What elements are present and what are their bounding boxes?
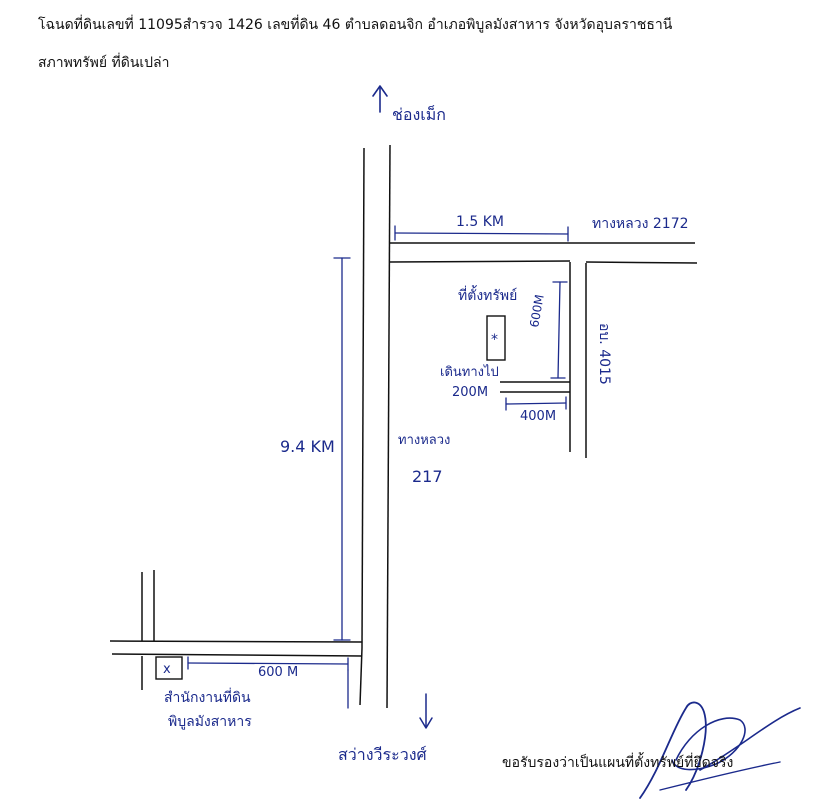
certification-statement: ขอรับรองว่าเป็นแผนที่ตั้งทรัพย์ที่ยึดจริ… bbox=[502, 755, 734, 771]
distance-600m-bottom-label: 600 M bbox=[258, 665, 298, 680]
property-site-label: ที่ตั้งทรัพย์ bbox=[458, 285, 517, 304]
dimension-9-4km bbox=[333, 257, 351, 641]
distance-9-4km-label: 9.4 KM bbox=[280, 437, 335, 456]
road-4015 bbox=[569, 262, 587, 458]
dimension-1-5km bbox=[394, 225, 569, 242]
distance-1-5km-label: 1.5 KM bbox=[456, 214, 504, 230]
distance-400m-label: 400M bbox=[520, 409, 556, 424]
dimension-400m bbox=[505, 396, 567, 411]
highway-2172-road bbox=[389, 242, 698, 264]
dirt-road-label: เดินทางไป bbox=[440, 364, 499, 380]
signature-icon bbox=[639, 701, 801, 799]
property-parcel bbox=[486, 315, 506, 361]
highway-217-number: 217 bbox=[412, 467, 443, 486]
property-star-icon: * bbox=[491, 332, 498, 348]
bottom-cross-road bbox=[109, 570, 363, 690]
dirt-road bbox=[500, 381, 570, 393]
distance-600m-vertical-label: 600M bbox=[527, 293, 547, 328]
deed-title: โฉนดที่ดินเลขที่ 11095สำรวจ 1426 เลขที่ด… bbox=[38, 17, 673, 33]
south-arrow-icon bbox=[419, 693, 433, 729]
land-office-label-2: พิบูลมังสาหาร bbox=[168, 714, 252, 730]
highway-217-label: ทางหลวง bbox=[398, 433, 450, 448]
dimension-600m-vertical bbox=[550, 281, 568, 379]
road-2172-label: ทางหลวง 2172 bbox=[592, 216, 689, 232]
land-office-x-icon: x bbox=[163, 662, 171, 677]
land-office-marker bbox=[155, 656, 183, 680]
north-destination-label: ช่องเม็ก bbox=[392, 104, 446, 124]
north-arrow-icon bbox=[372, 85, 388, 113]
highway-217-road bbox=[359, 144, 391, 709]
dimension-600m-bottom bbox=[187, 656, 349, 709]
property-condition: สภาพทรัพย์ ที่ดินเปล่า bbox=[38, 55, 170, 71]
road-4015-label: อบ. 4015 bbox=[596, 323, 612, 385]
land-office-label-1: สำนักงานที่ดิน bbox=[164, 688, 251, 706]
distance-200m-label: 200M bbox=[452, 385, 488, 400]
south-destination-label: สว่างวีระวงศ์ bbox=[338, 745, 427, 764]
